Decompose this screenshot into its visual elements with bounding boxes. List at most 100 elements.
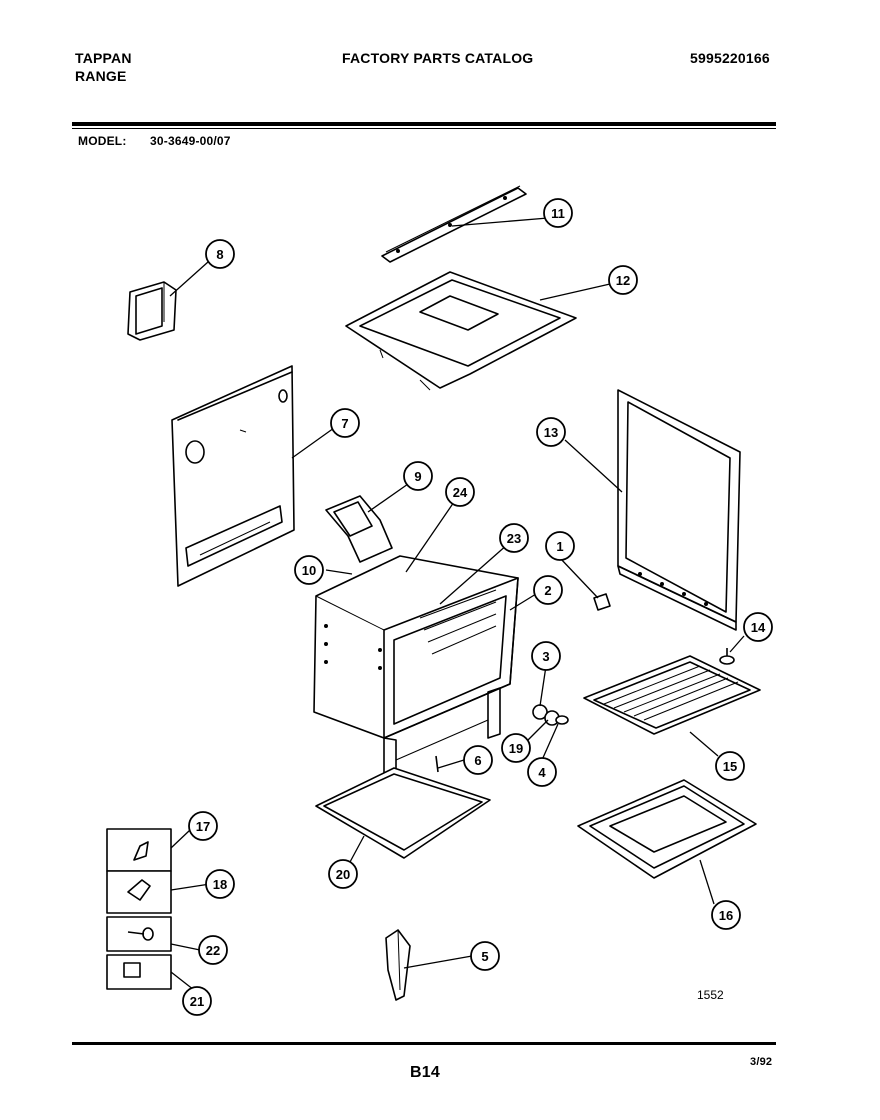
callout-13: 13 bbox=[536, 417, 566, 447]
callout-circle bbox=[527, 757, 557, 787]
leader-lines bbox=[169, 217, 745, 991]
callout-number: 16 bbox=[719, 908, 733, 923]
callout-circle bbox=[536, 417, 566, 447]
callout-number: 6 bbox=[474, 753, 481, 768]
callout-9: 9 bbox=[403, 461, 433, 491]
callout-number: 21 bbox=[190, 994, 204, 1009]
callout-17: 17 bbox=[188, 811, 218, 841]
part-16-broiler-pan bbox=[577, 779, 757, 879]
callout-2: 2 bbox=[533, 575, 563, 605]
callout-19: 19 bbox=[501, 733, 531, 763]
callout-circle bbox=[294, 555, 324, 585]
callout-number: 10 bbox=[302, 563, 316, 578]
callout-circle bbox=[711, 900, 741, 930]
callout-number: 5 bbox=[481, 949, 488, 964]
callout-14: 14 bbox=[743, 612, 773, 642]
callout-circle bbox=[545, 531, 575, 561]
callout-10: 10 bbox=[294, 555, 324, 585]
callout-circle bbox=[182, 986, 212, 1016]
part-6-pin bbox=[435, 755, 439, 773]
callout-circle bbox=[403, 461, 433, 491]
part-12-top-panel bbox=[345, 271, 577, 391]
callout-number: 4 bbox=[538, 765, 546, 780]
callout-4: 4 bbox=[527, 757, 557, 787]
callout-number: 13 bbox=[544, 425, 558, 440]
header-rule-thin bbox=[72, 128, 776, 129]
callout-circle bbox=[445, 477, 475, 507]
callout-number: 1 bbox=[556, 539, 563, 554]
part-11-trim-strip bbox=[381, 185, 527, 263]
callout-3: 3 bbox=[531, 641, 561, 671]
callout-1: 1 bbox=[545, 531, 575, 561]
callout-circle bbox=[531, 641, 561, 671]
callout-20: 20 bbox=[328, 859, 358, 889]
part-7-back-panel bbox=[171, 365, 295, 587]
model-number: 30-3649-00/07 bbox=[150, 134, 231, 148]
callout-number: 14 bbox=[751, 620, 766, 635]
callout-18: 18 bbox=[205, 869, 235, 899]
page-code: B14 bbox=[410, 1064, 440, 1081]
callout-circle bbox=[198, 935, 228, 965]
callout-15: 15 bbox=[715, 751, 745, 781]
callout-circle bbox=[743, 612, 773, 642]
callout-23: 23 bbox=[499, 523, 529, 553]
callout-number: 9 bbox=[414, 469, 421, 484]
callout-number: 11 bbox=[551, 206, 565, 221]
model-label: MODEL: bbox=[78, 134, 127, 148]
callout-number: 18 bbox=[213, 877, 227, 892]
part-3-19-4-knob bbox=[532, 704, 569, 726]
callout-circle bbox=[715, 751, 745, 781]
callout-circle bbox=[188, 811, 218, 841]
callout-circle bbox=[608, 265, 638, 295]
callout-number: 23 bbox=[507, 531, 521, 546]
callout-circle bbox=[330, 408, 360, 438]
part-13-door-frame bbox=[617, 389, 741, 631]
part-15-oven-rack bbox=[583, 655, 761, 735]
callout-7: 7 bbox=[330, 408, 360, 438]
revision-date: 3/92 bbox=[750, 1056, 773, 1068]
callout-number: 8 bbox=[216, 247, 223, 262]
callout-number: 19 bbox=[509, 741, 523, 756]
drawing-number: 1552 bbox=[697, 988, 724, 1002]
callout-circle bbox=[328, 859, 358, 889]
callout-number: 24 bbox=[453, 485, 468, 500]
callout-5: 5 bbox=[470, 941, 500, 971]
callout-circle bbox=[463, 745, 493, 775]
part-8-bracket bbox=[127, 281, 177, 341]
callout-22: 22 bbox=[198, 935, 228, 965]
callout-number: 7 bbox=[341, 416, 348, 431]
part-20-bottom-panel bbox=[315, 767, 491, 859]
part-5-hinge bbox=[385, 929, 411, 1001]
callout-8: 8 bbox=[205, 239, 235, 269]
callout-circle bbox=[470, 941, 500, 971]
callout-circle bbox=[543, 198, 573, 228]
callout-number: 2 bbox=[544, 583, 551, 598]
part-9-vent-duct bbox=[325, 495, 393, 563]
callout-number: 20 bbox=[336, 867, 350, 882]
brand-name: TAPPAN bbox=[75, 50, 132, 66]
callout-circle bbox=[533, 575, 563, 605]
callout-number: 17 bbox=[196, 819, 210, 834]
callout-number: 12 bbox=[616, 273, 630, 288]
callout-number: 3 bbox=[542, 649, 549, 664]
callout-6: 6 bbox=[463, 745, 493, 775]
parts-17-18-22-21-boxes bbox=[106, 828, 172, 990]
callout-24: 24 bbox=[445, 477, 475, 507]
callout-11: 11 bbox=[543, 198, 573, 228]
callout-circle bbox=[501, 733, 531, 763]
header-rule bbox=[72, 122, 776, 126]
callout-21: 21 bbox=[182, 986, 212, 1016]
catalog-title: FACTORY PARTS CATALOG bbox=[342, 50, 534, 66]
callout-circle bbox=[499, 523, 529, 553]
footer-rule bbox=[72, 1042, 776, 1045]
part-14-leveler bbox=[719, 648, 735, 665]
catalog-number: 5995220166 bbox=[690, 50, 770, 66]
product-type: RANGE bbox=[75, 68, 127, 84]
callout-number: 22 bbox=[206, 943, 220, 958]
callout-circle bbox=[205, 239, 235, 269]
callout-12: 12 bbox=[608, 265, 638, 295]
callout-circle bbox=[205, 869, 235, 899]
callout-16: 16 bbox=[711, 900, 741, 930]
